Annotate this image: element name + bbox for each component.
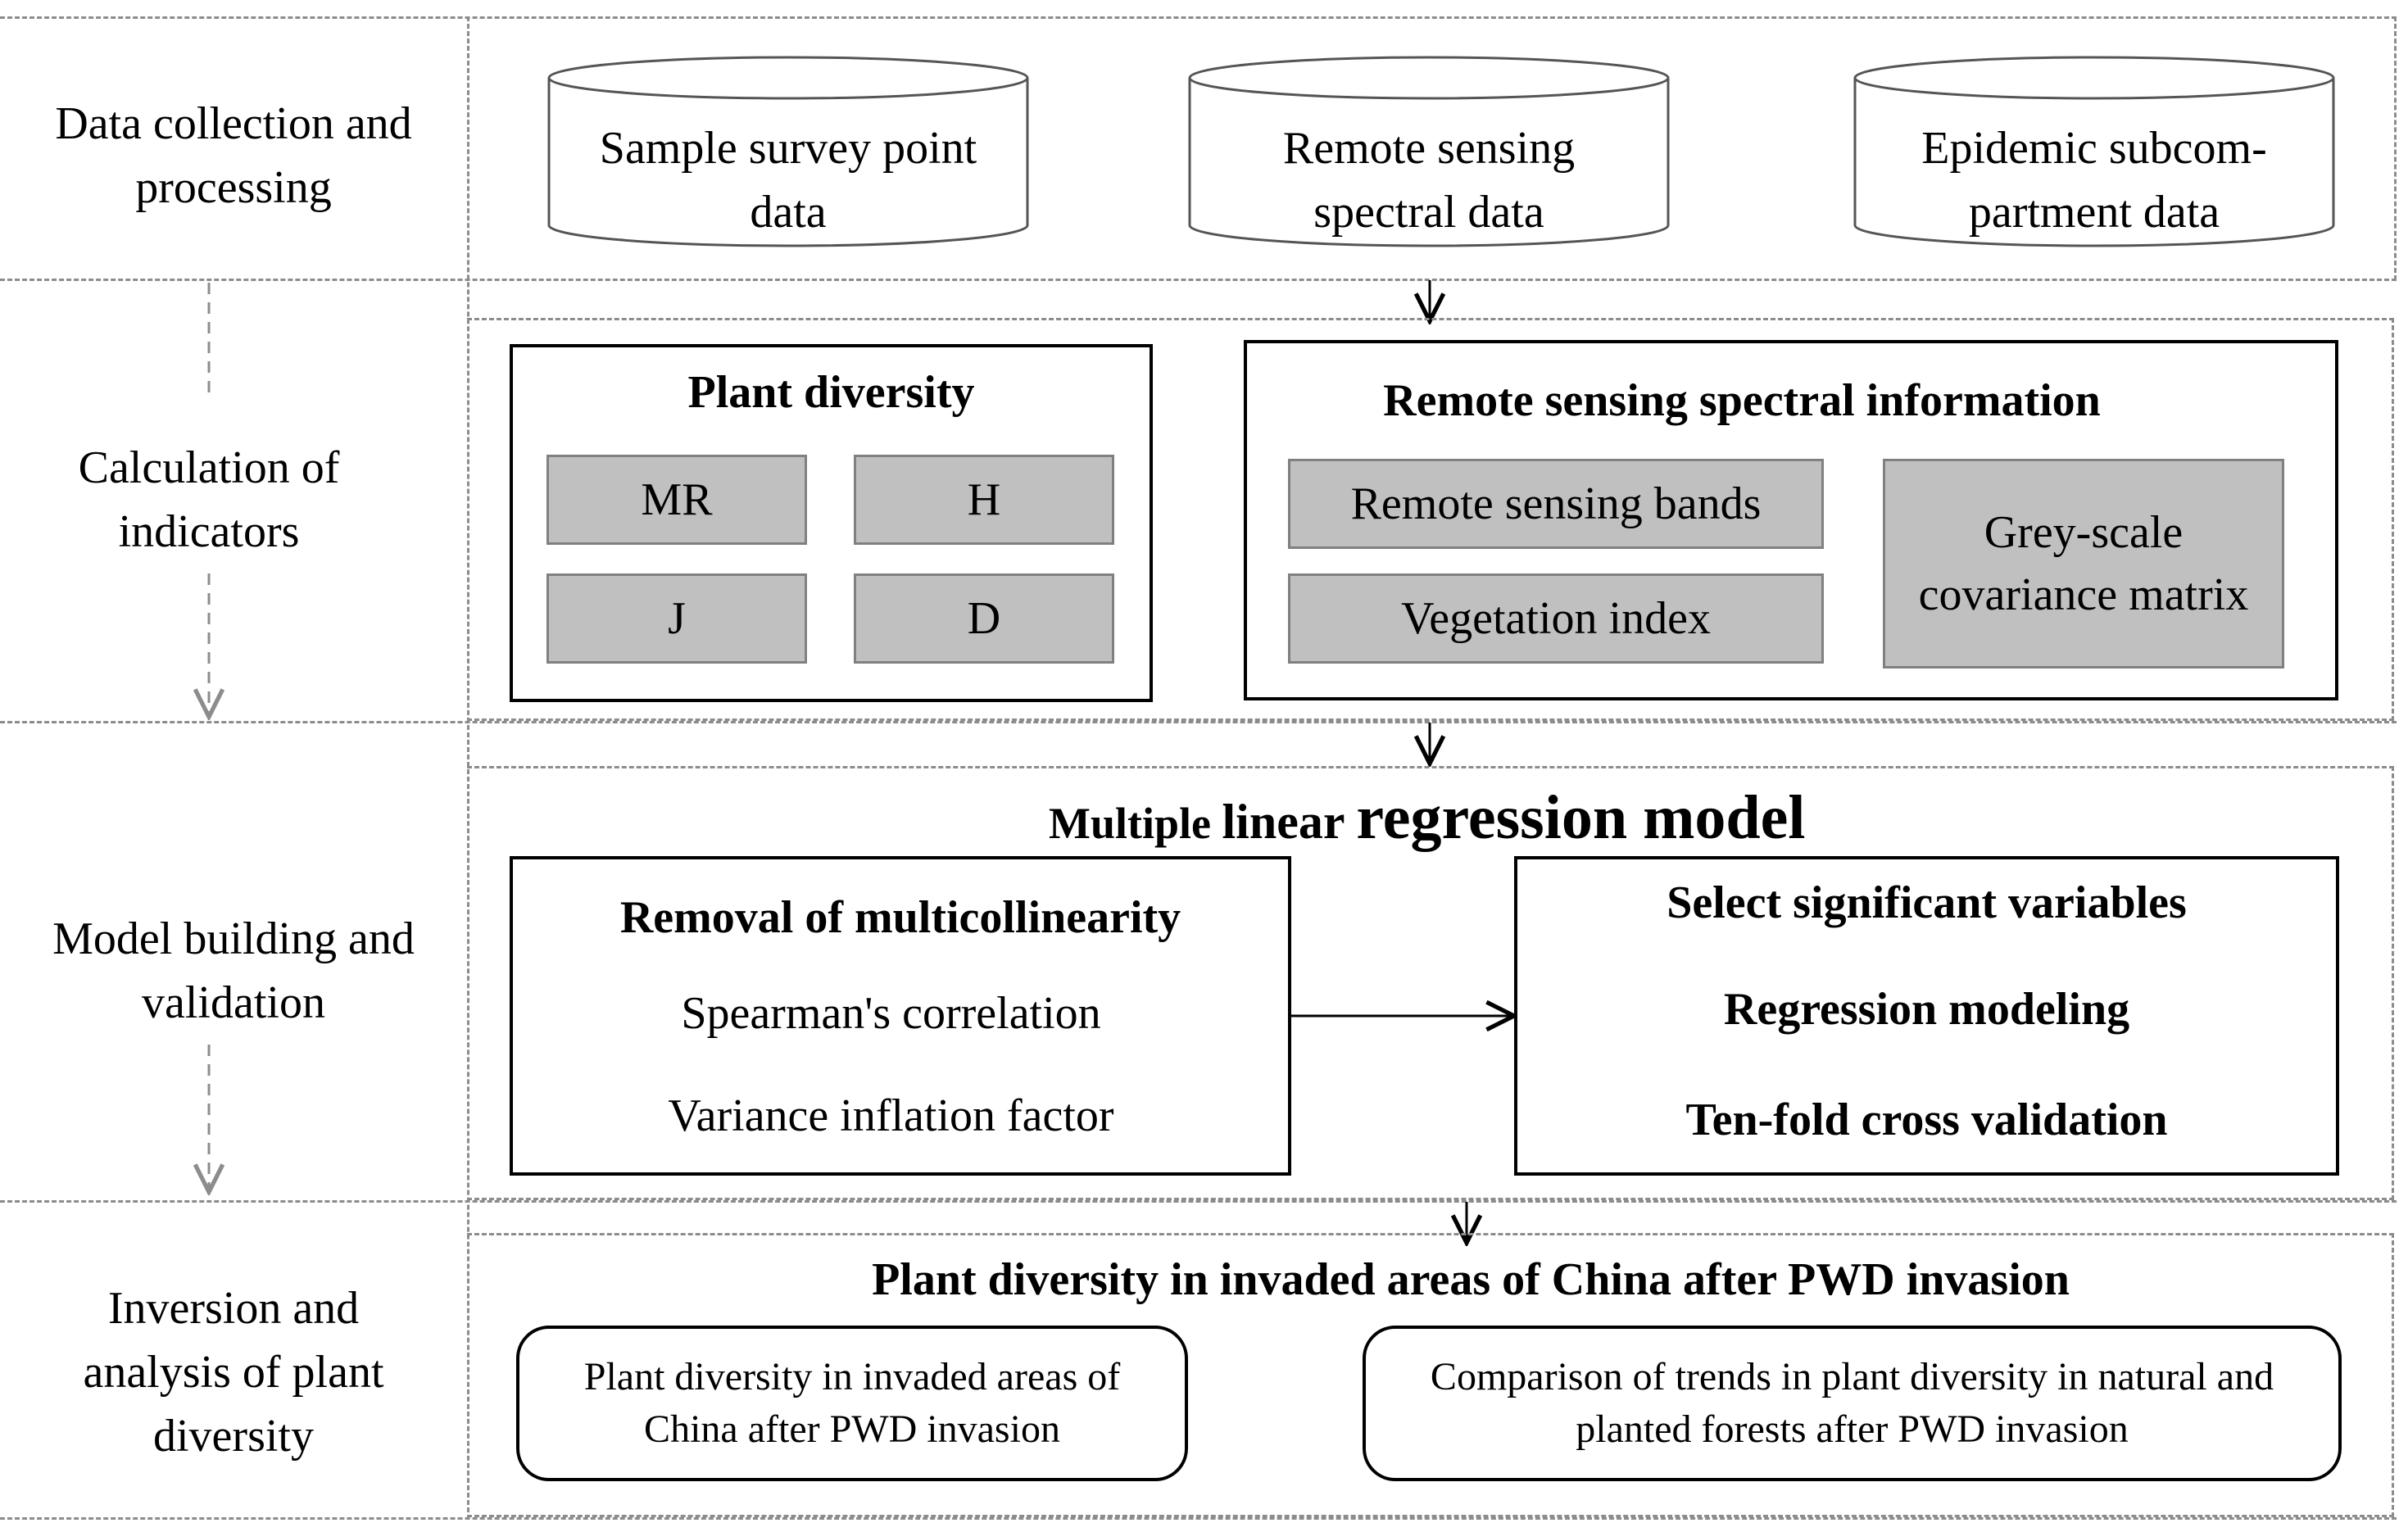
index-h: H — [854, 455, 1114, 545]
plant-diversity-title: Plant diversity — [687, 367, 975, 418]
inversion-title: Plant diversity in invaded areas of Chin… — [872, 1254, 2070, 1305]
rs-info-title: Remote sensing spectral information — [1383, 375, 2101, 426]
source-epidemic: Epidemic subcom-partment data — [1921, 123, 2267, 238]
model-frame — [467, 766, 2394, 1200]
stage-label-calculation: Calculation of indicators — [78, 442, 340, 557]
index-mr: MR — [546, 455, 807, 545]
right-border — [2394, 16, 2397, 280]
inversion-right-box: Comparison of trends in plant diversity … — [1363, 1326, 2342, 1481]
stage-label-model-building: Model building and validation — [52, 913, 415, 1028]
stage-label-data-collection: Data collection and processing — [55, 98, 412, 213]
model-title-part-c: regression model — [1356, 783, 1806, 852]
indicators-frame — [467, 318, 2394, 721]
cylinder-sample-survey — [547, 56, 1029, 247]
top-border — [0, 16, 2397, 19]
multicollinearity-title: Removal of multicollinearity — [619, 892, 1181, 943]
cylinder-remote-sensing — [1188, 56, 1670, 247]
spearman-label: Spearman's correlation — [681, 987, 1101, 1039]
index-d: D — [854, 573, 1114, 664]
vif-label: Variance inflation factor — [668, 1090, 1114, 1141]
multicollinearity-box — [510, 856, 1291, 1176]
step-cross-validation: Ten-fold cross validation — [1685, 1095, 2168, 1145]
source-sample-survey: Sample survey point data — [599, 123, 977, 238]
stage-label-inversion: Inversion and analysis of plant diversit… — [83, 1283, 384, 1462]
model-title: Multiple linear regression model — [1049, 782, 1950, 854]
cylinder-epidemic — [1853, 56, 2335, 247]
step-regression-modeling: Regression modeling — [1723, 984, 2130, 1035]
separator-3 — [0, 1200, 2397, 1203]
source-remote-sensing: Remote sensing spectral data — [1282, 123, 1576, 238]
index-j: J — [546, 573, 807, 664]
glcm: Grey-scale covariance matrix — [1883, 459, 2284, 669]
inversion-left-box: Plant diversity in invaded areas of Chin… — [516, 1326, 1188, 1481]
model-title-part-b: linear — [1222, 795, 1357, 849]
separator-2 — [0, 721, 2397, 723]
bottom-border — [0, 1517, 2397, 1520]
regression-steps-box — [1514, 856, 2339, 1176]
separator-1 — [0, 279, 2397, 281]
vegetation-index: Vegetation index — [1288, 573, 1824, 664]
rs-bands: Remote sensing bands — [1288, 459, 1824, 549]
inversion-frame — [467, 1233, 2394, 1517]
model-title-part-a: Multiple — [1049, 799, 1222, 848]
step-select-variables: Select significant variables — [1667, 877, 2187, 928]
